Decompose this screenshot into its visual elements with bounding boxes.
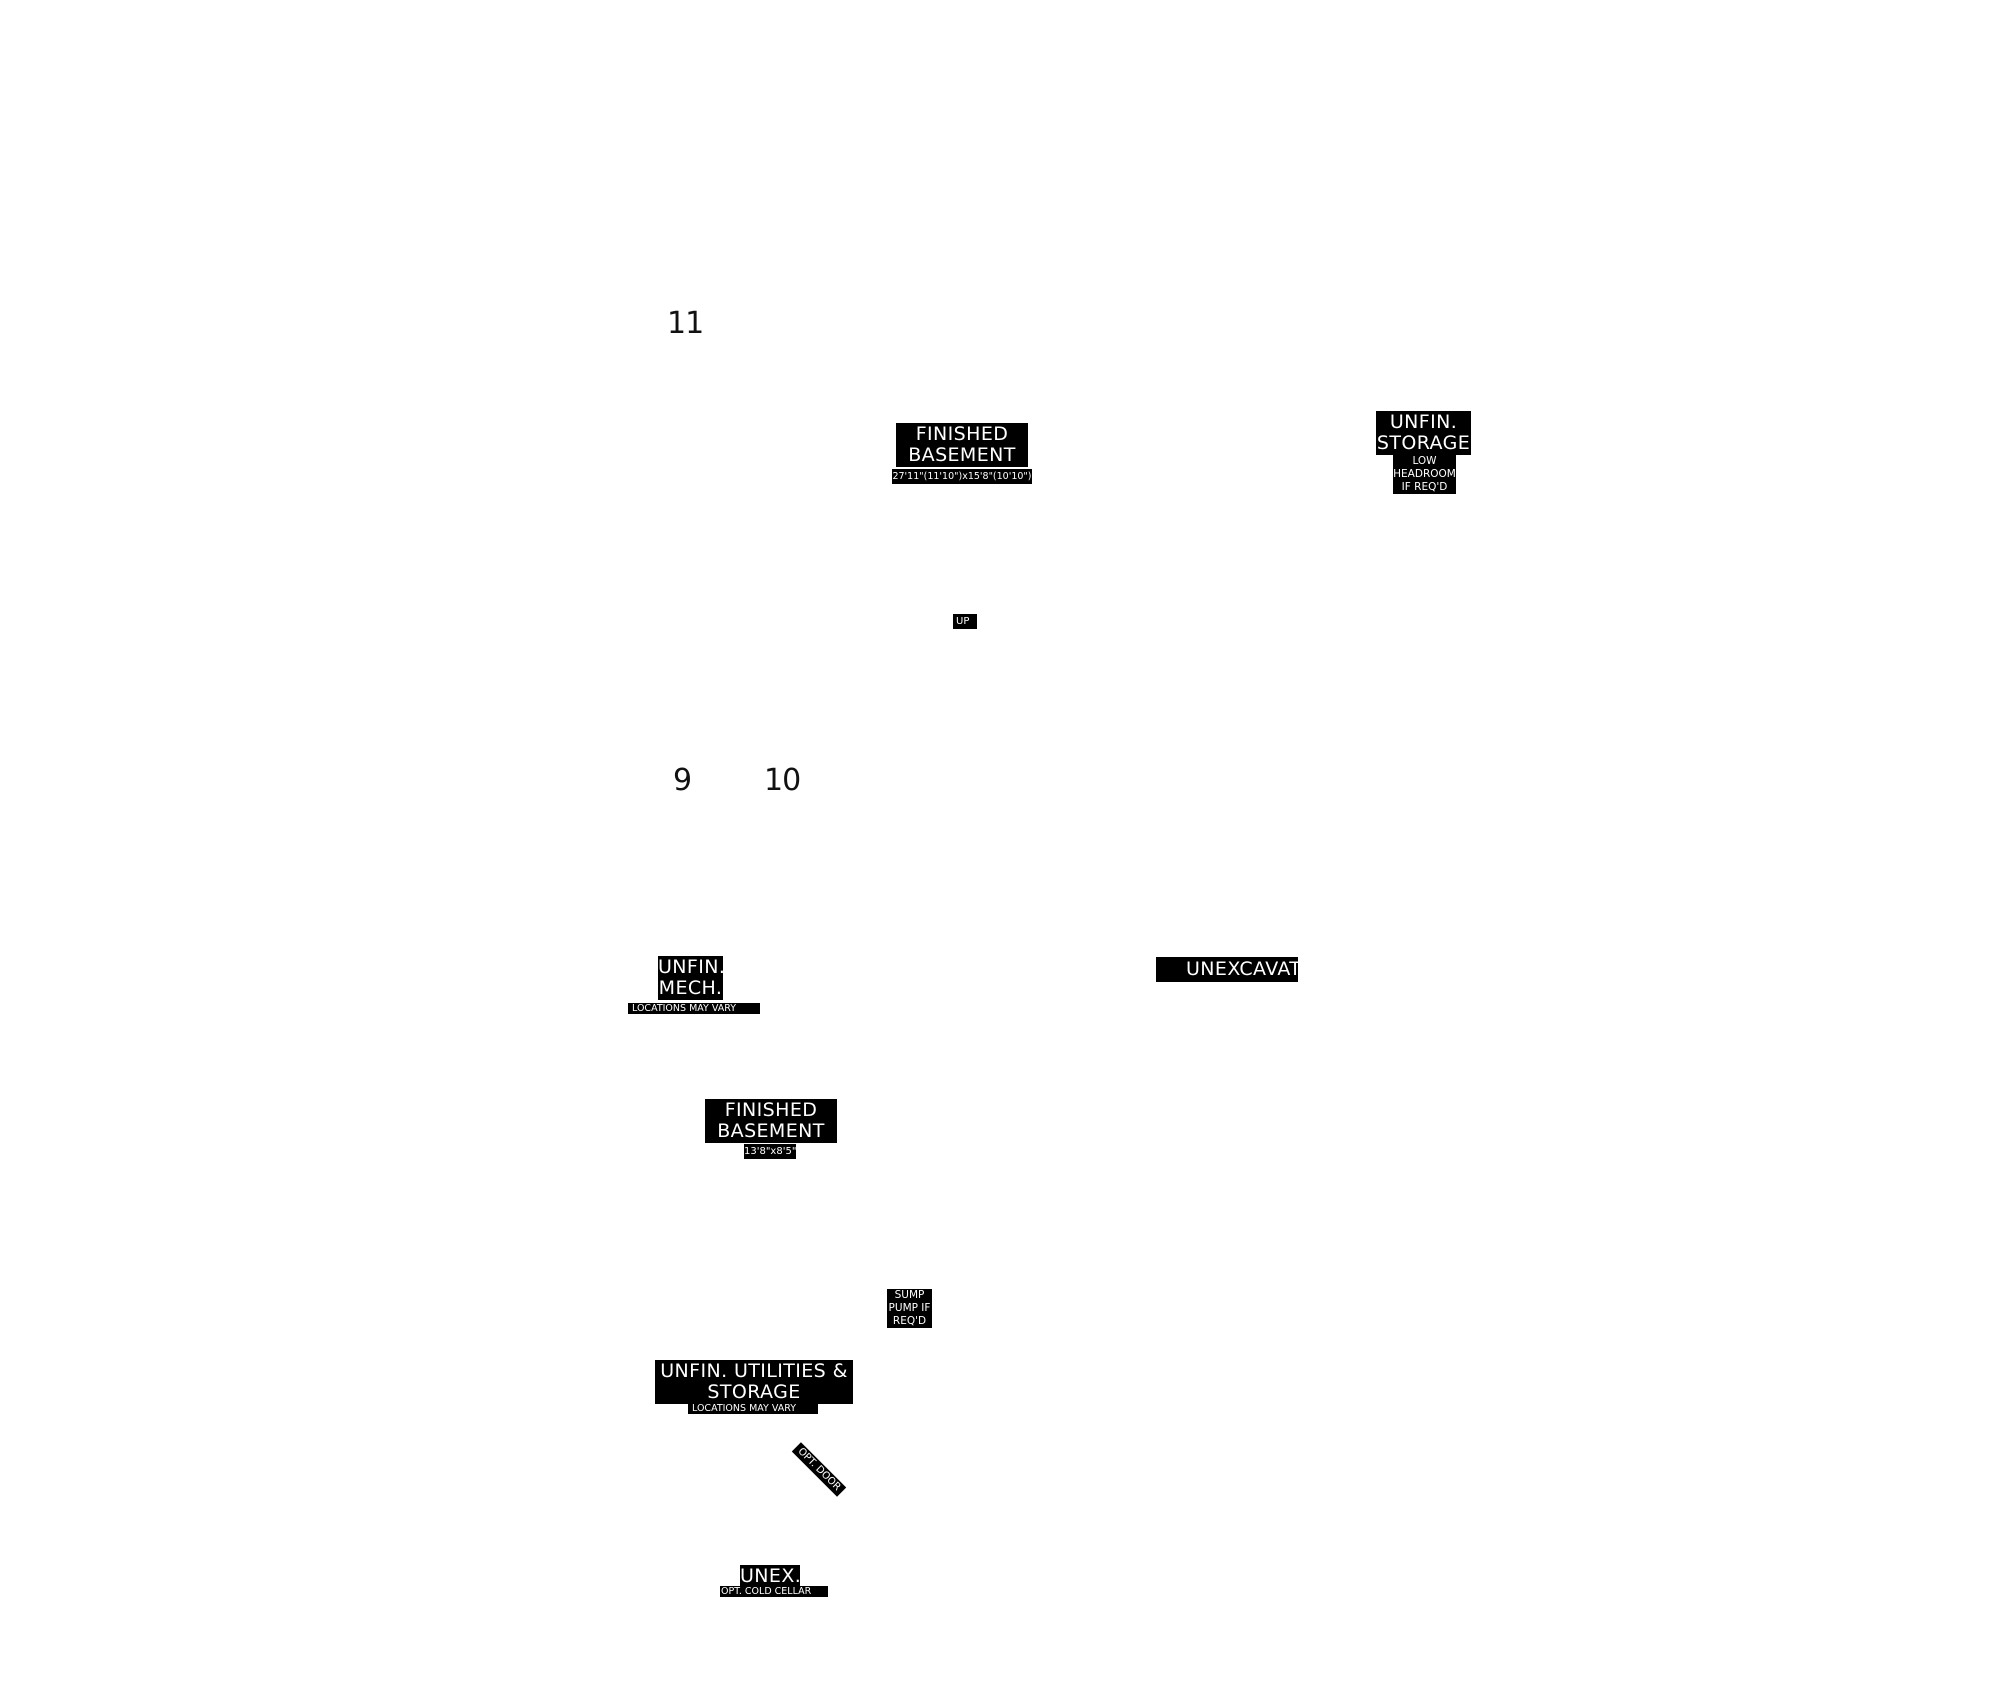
finished-basement-bottom-line-1: FINISHED: [724, 1099, 818, 1121]
unfin-storage-note-line-3: IF REQ'D: [1401, 481, 1448, 493]
opt-door-label: OPT. DOOR: [791, 1442, 847, 1497]
unfin-storage-note-line-1: LOW: [1412, 455, 1437, 467]
finished-basement-bottom-line-2: BASEMENT: [717, 1120, 825, 1142]
sump-pump-line-2: PUMP IF: [888, 1302, 931, 1314]
unit-number-9: 9: [673, 763, 692, 798]
unfin-mech-line-1: UNFIN.: [658, 956, 723, 978]
unfin-utilities-line-2: STORAGE: [707, 1381, 801, 1403]
unfin-storage-label: UNFIN. STORAGE: [1376, 411, 1471, 455]
sump-pump-line-3: REQ'D: [892, 1315, 927, 1327]
unfin-storage-line-2: STORAGE: [1376, 432, 1471, 454]
finished-basement-top-dimension: 27'11"(11'10")x15'8"(10'10"): [892, 469, 1032, 484]
unfin-storage-note: LOW HEADROOM IF REQ'D: [1393, 455, 1456, 494]
sump-pump-line-1: SUMP: [894, 1289, 925, 1301]
unit-number-11: 11: [667, 306, 704, 341]
unexcavated-label: UNEXCAVATED: [1156, 957, 1298, 982]
sump-pump-label: SUMP PUMP IF REQ'D: [887, 1289, 932, 1328]
unfin-utilities-storage-label: UNFIN. UTILITIES & STORAGE: [655, 1360, 853, 1404]
unfin-utilities-line-1: UNFIN. UTILITIES &: [660, 1360, 848, 1382]
unit-number-10: 10: [764, 763, 801, 798]
finished-basement-top-line-1: FINISHED: [915, 423, 1009, 445]
unex-label: UNEX.: [740, 1565, 800, 1587]
finished-basement-bottom-label: FINISHED BASEMENT: [705, 1099, 837, 1143]
unfin-utilities-note: LOCATIONS MAY VARY: [688, 1403, 818, 1414]
finished-basement-bottom-dimension: 13'8"x8'5": [744, 1144, 796, 1159]
unfin-mech-note: LOCATIONS MAY VARY: [628, 1003, 760, 1014]
unfin-mech-line-2: MECH.: [658, 977, 723, 999]
unfin-mech-label: UNFIN. MECH.: [658, 956, 723, 1000]
finished-basement-top-line-2: BASEMENT: [908, 444, 1016, 466]
unfin-storage-line-1: UNFIN.: [1389, 411, 1458, 433]
unfin-storage-note-line-2: HEADROOM: [1393, 468, 1456, 480]
finished-basement-top-label: FINISHED BASEMENT: [896, 423, 1028, 467]
unex-cold-cellar-note: OPT. COLD CELLAR: [720, 1586, 828, 1597]
stair-up-label: UP: [953, 614, 977, 629]
